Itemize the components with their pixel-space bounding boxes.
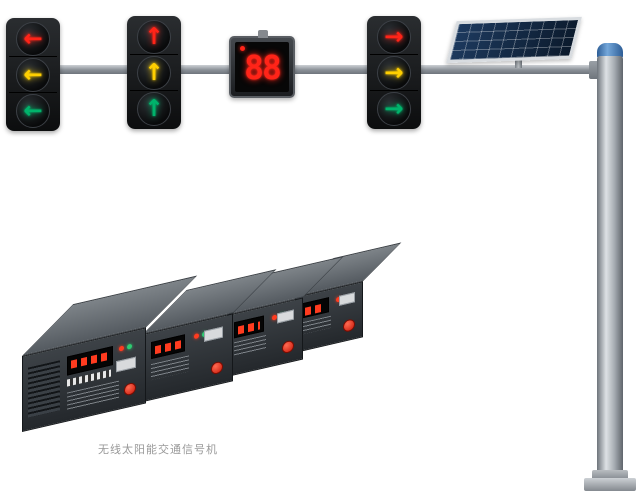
pole-top-cap (597, 43, 623, 58)
yellow-up-arrow-light: ↑ (130, 54, 178, 90)
green-left-arrow-light: ← (9, 92, 57, 128)
up-arrow-icon: ↑ (144, 95, 164, 122)
panel-text-lines (151, 355, 189, 381)
green-up-arrow-light: ↑ (130, 90, 178, 126)
red-right-arrow-light: → (370, 19, 418, 54)
signal-lens: ← (16, 21, 50, 56)
module-display (301, 297, 329, 319)
module-display (234, 315, 264, 339)
display-digits (305, 303, 325, 316)
countdown-timer: 88 (229, 30, 295, 98)
signal-lens: → (377, 19, 411, 54)
green-right-arrow-light: → (370, 90, 418, 126)
countdown-mount-bracket (258, 30, 268, 38)
power-button (124, 381, 136, 397)
signal-lens: ↑ (137, 55, 171, 90)
panel-label (339, 292, 355, 306)
right-arrow-icon: → (384, 95, 404, 122)
power-button (282, 339, 294, 355)
display-digits (71, 351, 109, 369)
display-digits (155, 340, 181, 355)
module-display (151, 334, 185, 360)
panel-text-lines (67, 380, 119, 411)
panel-text-lines (234, 334, 266, 357)
display-digits (238, 321, 260, 335)
signal-lens: → (377, 55, 411, 90)
signal-lens: ↑ (137, 19, 171, 54)
up-arrow-icon: ↑ (144, 23, 164, 50)
left-arrow-icon: ← (23, 97, 43, 124)
right-arrow-icon: → (384, 59, 404, 86)
panel-label (116, 356, 136, 373)
pole-base-collar (592, 470, 628, 480)
product-caption: 无线太阳能交通信号机 (98, 444, 218, 456)
yellow-left-arrow-light: ← (9, 56, 57, 92)
power-button (343, 318, 355, 333)
panel-label (277, 309, 294, 324)
power-button (211, 360, 223, 376)
controller-module-3 (227, 255, 344, 377)
signal-lens: → (377, 91, 411, 126)
solar-panel (446, 16, 582, 64)
signal-lens: ← (16, 57, 50, 92)
vertical-pole (597, 56, 623, 480)
signal-lens: ← (16, 93, 50, 128)
mast-arm-pole (14, 65, 608, 74)
panel-text-lines (301, 315, 331, 335)
left-arrow-icon: ← (23, 25, 43, 52)
countdown-indicator-dot (240, 46, 245, 51)
red-left-arrow-light: ← (9, 21, 57, 56)
signal-head-up-arrows: ↑ ↑ ↑ (127, 16, 181, 129)
signal-head-left-arrows: ← ← ← (6, 18, 60, 131)
status-led-red (194, 333, 199, 340)
signal-lens: ↑ (137, 91, 171, 126)
left-arrow-icon: ← (23, 61, 43, 88)
vent-grille (28, 360, 60, 418)
right-arrow-icon: → (384, 23, 404, 50)
up-arrow-icon: ↑ (144, 59, 164, 86)
red-up-arrow-light: ↑ (130, 19, 178, 54)
countdown-screen: 88 (235, 42, 289, 92)
yellow-right-arrow-light: → (370, 54, 418, 90)
status-led-red (119, 345, 124, 352)
signal-head-right-arrows: → → → (367, 16, 421, 129)
controller-module-2 (143, 269, 277, 402)
status-led-green (127, 343, 132, 350)
countdown-digits: 88 (244, 47, 282, 87)
pole-base-flange (584, 478, 636, 491)
panel-label (204, 326, 223, 342)
controller-module-1 (22, 275, 198, 432)
